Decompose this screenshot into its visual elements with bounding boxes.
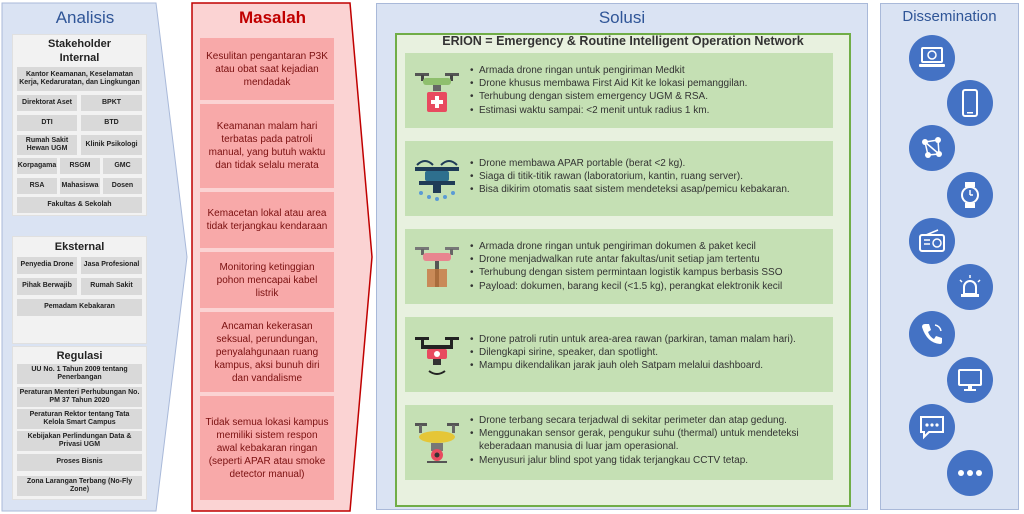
chip-regulasi-kebijakan-data: Kebijakan Perlindungan Data & Privasi UG… <box>17 431 142 451</box>
solution-card-medkit: Armada drone ringan untuk pengiriman Med… <box>405 53 833 128</box>
apar-bullet-2: Siaga di titik-titik rawan (laboratorium… <box>470 170 829 183</box>
medkit-bullet-2: Drone khusus membawa First Aid Kit ke lo… <box>470 77 829 90</box>
problem-monitoring-pohon: Monitoring ketinggian pohon mencapai kab… <box>200 252 334 308</box>
chat-icon <box>909 404 955 450</box>
apar-bullet-3: Bisa dikirim otomatis saat sistem mendet… <box>470 183 829 196</box>
phone-call-icon <box>909 311 955 357</box>
chip-internal-fakultas: Fakultas & Sekolah <box>17 197 142 213</box>
problem-keamanan-malam: Keamanan malam hari terbatas pada patrol… <box>200 104 334 188</box>
solution-card-delivery: Armada drone ringan untuk pengiriman dok… <box>405 229 833 304</box>
chip-internal-rsa: RSA <box>17 178 57 194</box>
chip-internal-rs-hewan: Rumah Sakit Hewan UGM <box>17 135 77 155</box>
solution-card-surveillance: Drone terbang secara terjadwal di sekita… <box>405 405 833 480</box>
medkit-bullet-4: Estimasi waktu sampai: <2 menit untuk ra… <box>470 104 829 117</box>
chip-internal-rsgm: RSGM <box>60 158 100 174</box>
surveillance-bullet-1: Drone terbang secara terjadwal di sekita… <box>470 414 829 427</box>
chip-regulasi-uu: UU No. 1 Tahun 2009 tentang Penerbangan <box>17 364 142 384</box>
delivery-drone-icon <box>411 239 463 294</box>
apar-bullet-1: Drone membawa APAR portable (berat <2 kg… <box>470 157 829 170</box>
chip-regulasi-peraturan-rektor: Peraturan Rektor tentang Tata Kelola Sma… <box>17 409 142 429</box>
surveillance-bullet-2: Menggunakan sensor gerak, pengukur suhu … <box>470 427 829 453</box>
smartphone-icon <box>947 80 993 126</box>
chip-eksternal-penyedia-drone: Penyedia Drone <box>17 257 77 274</box>
delivery-bullet-4: Payload: dokumen, barang kecil (<1.5 kg)… <box>470 280 829 293</box>
chip-internal-mahasiswa: Mahasiswa <box>60 178 100 194</box>
stakeholder-internal-heading: Stakeholder Internal <box>48 38 111 65</box>
chip-eksternal-pihak-berwajib: Pihak Berwajib <box>17 278 77 295</box>
chip-internal-bpkt: BPKT <box>81 95 142 111</box>
monitor-icon <box>947 357 993 403</box>
siren-icon <box>947 264 993 310</box>
laptop-web-icon <box>909 35 955 81</box>
delivery-bullet-3: Terhubung dengan sistem permintaan logis… <box>470 266 829 279</box>
surveillance-bullet-3: Menyusuri jalur blind spot yang tidak te… <box>470 454 829 467</box>
chip-regulasi-permenhub: Peraturan Menteri Perhubungan No. PM 37 … <box>17 387 142 407</box>
patrol-bullet-3: Mampu dikendalikan jarak jauh oleh Satpa… <box>470 359 829 372</box>
delivery-bullet-1: Armada drone ringan untuk pengiriman dok… <box>470 240 829 253</box>
dissemination-title: Dissemination <box>902 8 997 25</box>
chip-internal-btd: BTD <box>81 115 142 131</box>
analisis-title: Analisis <box>55 8 115 27</box>
chip-internal-k3l: Kantor Keamanan, Keselamatan Kerja, Keda… <box>17 67 142 91</box>
solution-card-apar: Drone membawa APAR portable (berat <2 kg… <box>405 141 833 216</box>
regulasi-heading: Regulasi <box>56 350 103 362</box>
patrol-drone-icon <box>411 327 463 382</box>
problem-kemacetan: Kemacetan lokal atau area tidak terjangk… <box>200 192 334 248</box>
more-icon <box>947 450 993 496</box>
surveillance-drone-icon <box>411 415 463 470</box>
solution-card-patrol: Drone patroli rutin untuk area-area rawa… <box>405 317 833 392</box>
medkit-drone-icon <box>411 63 463 118</box>
patrol-bullet-2: Dilengkapi sirine, speaker, dan spotligh… <box>470 346 829 359</box>
smartwatch-icon <box>947 172 993 218</box>
stakeholder-eksternal-heading: Eksternal <box>54 241 105 253</box>
chip-internal-gmc: GMC <box>103 158 142 174</box>
chip-eksternal-jasa-profesional: Jasa Profesional <box>81 257 142 274</box>
chip-eksternal-rumah-sakit: Rumah Sakit <box>81 278 142 295</box>
erion-title: ERION = Emergency & Routine Intelligent … <box>442 34 804 48</box>
chip-internal-klinik-psikologi: Klinik Psikologi <box>81 135 142 155</box>
masalah-title: Masalah <box>238 8 307 27</box>
chip-internal-dosen: Dosen <box>103 178 142 194</box>
medkit-bullet-1: Armada drone ringan untuk pengiriman Med… <box>470 64 829 77</box>
chip-internal-korpagama: Korpagama <box>17 158 57 174</box>
delivery-bullet-2: Drone menjadwalkan rute antar fakultas/u… <box>470 253 829 266</box>
chip-eksternal-pemadam: Pemadam Kebakaran <box>17 299 142 316</box>
problem-respon-kebakaran: Tidak semua lokasi kampus memiliki siste… <box>200 396 334 500</box>
solusi-title: Solusi <box>598 8 646 27</box>
chip-internal-direktorat-aset: Direktorat Aset <box>17 95 77 111</box>
chip-internal-dti: DTI <box>17 115 77 131</box>
patrol-bullet-1: Drone patroli rutin untuk area-area rawa… <box>470 333 829 346</box>
chip-regulasi-proses-bisnis: Proses Bisnis <box>17 454 142 471</box>
chip-regulasi-no-fly-zone: Zona Larangan Terbang (No-Fly Zone) <box>17 476 142 496</box>
problem-p3k: Kesulitan pengantaran P3K atau obat saat… <box>200 38 334 100</box>
firefighting-drone-icon <box>411 151 463 206</box>
medkit-bullet-3: Terhubung dengan sistem emergency UGM & … <box>470 90 829 103</box>
radio-icon <box>909 218 955 264</box>
social-network-icon <box>909 125 955 171</box>
problem-ancaman-kekerasan: Ancaman kekerasan seksual, perundungan, … <box>200 312 334 392</box>
